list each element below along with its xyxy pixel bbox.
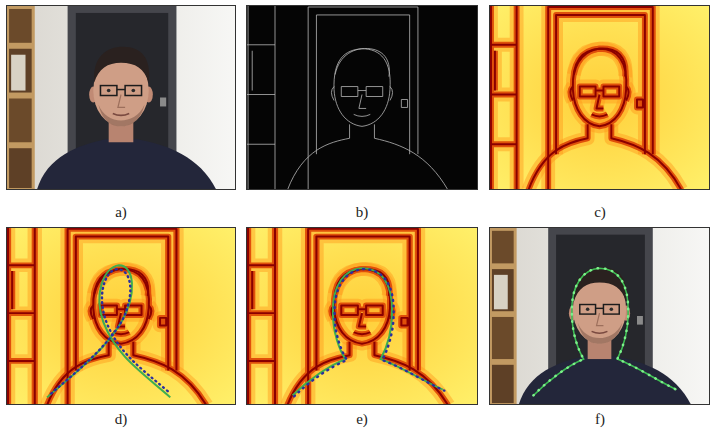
fit-result-panel xyxy=(246,227,478,405)
panel-label: b) xyxy=(356,205,369,220)
fit-start-panel xyxy=(6,227,236,405)
photo-panel xyxy=(6,5,236,190)
panel-label: a) xyxy=(115,205,127,220)
edge-panel xyxy=(246,5,478,190)
panel-borders xyxy=(7,6,710,405)
panel-label: e) xyxy=(356,412,368,427)
overlay-panel xyxy=(489,227,710,405)
heatmap-panel xyxy=(489,5,710,190)
panel-label: c) xyxy=(594,205,606,220)
panel-label: f) xyxy=(595,412,605,427)
panel-label: d) xyxy=(115,412,128,427)
